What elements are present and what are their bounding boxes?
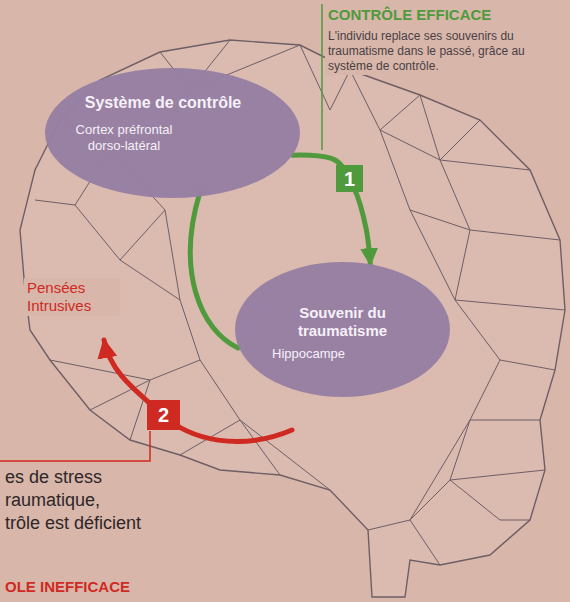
green-leader-line	[321, 4, 323, 150]
panel-heading: CONTRÔLE EFFICACE	[325, 5, 494, 24]
control-region: Système de contrôleCortex préfrontal dor…	[45, 68, 300, 198]
panel-note: L'individu replace ses souvenirs du trau…	[325, 28, 561, 75]
region-title: Souvenir du traumatisme	[268, 304, 418, 340]
callout-box: 2	[147, 400, 180, 430]
memory-region: Souvenir du traumatismeHippocampe	[235, 262, 450, 397]
region-ellipse-fill	[45, 68, 300, 198]
panel-heading: OLE INEFFICACE	[2, 577, 133, 596]
callout-number: 2	[158, 405, 169, 425]
region-subtitle: Cortex préfrontal dorso-latéral	[59, 122, 189, 155]
region-subtitle: Hippocampe	[272, 346, 450, 361]
region-title: Système de contrôle	[63, 94, 263, 112]
effect-label: Pensées Intrusives	[24, 278, 120, 316]
panel-note: es de stress	[2, 466, 105, 489]
callout-box: 1	[336, 165, 363, 192]
red-leader-line	[0, 431, 150, 461]
region-ellipse-fill	[235, 262, 450, 397]
control-arrow	[292, 155, 370, 264]
panel-note: trôle est déficient	[2, 512, 144, 535]
panel-note: raumatique,	[2, 489, 103, 512]
callout-number: 1	[344, 169, 355, 189]
control-arc-tail	[190, 192, 238, 348]
